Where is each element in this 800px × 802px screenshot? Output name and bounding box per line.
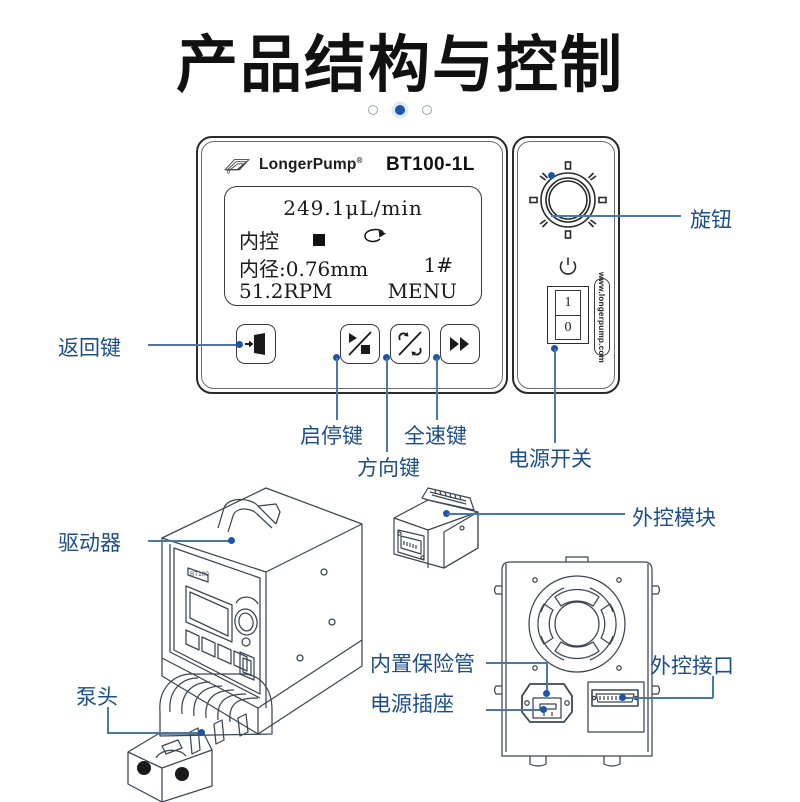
carousel-dots[interactable] xyxy=(0,105,800,115)
direction-leader-line xyxy=(386,358,388,452)
start-stop-nub xyxy=(333,354,340,361)
power-socket-nub xyxy=(540,706,547,713)
label-pump-head: 泵头 xyxy=(76,686,118,709)
page-title: 产品结构与控制 xyxy=(175,31,624,100)
return-key-leader-line xyxy=(148,344,238,346)
full-speed-leader-line xyxy=(436,358,438,420)
label-full-speed-key: 全速键 xyxy=(404,425,467,448)
label-built-in-fuse: 内置保险管 xyxy=(370,653,475,676)
power-socket-leader-line xyxy=(486,709,544,711)
direction-nub xyxy=(383,354,390,361)
start-stop-key-button[interactable] xyxy=(340,324,380,364)
power-switch-nub xyxy=(551,345,558,352)
brand-row: LongerPump® xyxy=(222,156,363,174)
direction-key-button[interactable] xyxy=(390,324,430,364)
control-panel-right: 1 0 www.longerpump.com xyxy=(512,136,620,394)
pump-head-leader-v xyxy=(107,707,109,733)
label-direction-key: 方向键 xyxy=(357,457,420,480)
lcd-stop-square-icon xyxy=(313,233,325,246)
longerpump-logo-icon xyxy=(224,158,250,174)
pump-head-leader-h xyxy=(107,732,201,734)
brand-name: LongerPump® xyxy=(259,156,363,174)
external-module-leader-line xyxy=(447,513,625,515)
label-external-module: 外控模块 xyxy=(632,507,716,530)
power-symbol-icon xyxy=(559,257,577,275)
label-power-socket: 电源插座 xyxy=(370,693,454,716)
label-power-switch: 电源开关 xyxy=(508,448,592,471)
lcd-inner-diameter: 内径:0.76mm xyxy=(239,257,369,281)
exit-door-icon xyxy=(245,333,265,355)
lcd-direction-icon xyxy=(361,227,391,252)
external-port-leader-v xyxy=(712,676,714,698)
lcd-flow-rate: 249.1μL/min xyxy=(283,196,423,220)
control-panel-front: LongerPump® BT100-1L 249.1μL/min 内控 内径:0… xyxy=(196,136,508,394)
driver-nub xyxy=(228,537,235,544)
rocker-on-label: 1 xyxy=(555,290,581,315)
svg-text:BT100: BT100 xyxy=(190,571,209,578)
lcd-screen: 249.1μL/min 内控 内径:0.76mm 1# 51.2RPM MENU xyxy=(224,186,482,306)
fuse-nub xyxy=(543,690,550,697)
label-return-key: 返回键 xyxy=(58,337,121,360)
power-rocker-switch[interactable]: 1 0 xyxy=(547,286,589,344)
lcd-mode: 内控 xyxy=(239,229,279,253)
external-control-module-drawing xyxy=(393,487,479,569)
driver-leader-line xyxy=(148,540,230,542)
carousel-dot-1[interactable] xyxy=(368,105,378,115)
external-port-nub xyxy=(619,694,626,701)
start-stop-leader-line xyxy=(336,358,338,420)
external-port-leader-h xyxy=(623,697,713,699)
lcd-mode-row: 内控 xyxy=(239,225,471,254)
full-speed-nub xyxy=(433,354,440,361)
fast-forward-icon xyxy=(450,337,469,351)
drive-unit-drawing: BT100 xyxy=(127,487,363,802)
return-key-nub xyxy=(236,341,243,348)
lcd-diameter-row: 内径:0.76mm 1# xyxy=(239,253,471,282)
right-panel-inner-border xyxy=(517,141,615,389)
rocker-off-label: 0 xyxy=(555,315,581,340)
full-speed-key-button[interactable] xyxy=(440,324,480,364)
label-driver: 驱动器 xyxy=(58,532,121,555)
website-sticker: www.longerpump.com xyxy=(594,271,610,363)
lcd-rpm: 51.2RPM xyxy=(239,279,333,303)
label-external-port: 外控接口 xyxy=(650,655,734,678)
device-model: BT100-1L xyxy=(386,154,475,175)
external-module-nub xyxy=(443,510,450,517)
knob-leader-line xyxy=(551,215,681,217)
rear-panel-drawing xyxy=(493,556,661,767)
rotary-knob-icon xyxy=(529,161,607,239)
lcd-rpm-row: 51.2RPM MENU xyxy=(239,279,471,303)
panel-inner-border xyxy=(201,141,503,389)
pump-head-nub xyxy=(198,729,205,736)
rotary-knob[interactable] xyxy=(528,160,608,240)
fuse-leader-v xyxy=(546,662,548,692)
lcd-menu-label: MENU xyxy=(387,279,457,303)
label-start-stop-key: 启停键 xyxy=(300,425,363,448)
play-stop-icon xyxy=(348,331,372,356)
carousel-dot-2[interactable] xyxy=(395,105,405,115)
lcd-channel: 1# xyxy=(423,253,453,277)
direction-toggle-icon xyxy=(398,331,422,356)
knob-nub xyxy=(548,172,555,179)
fuse-leader-h xyxy=(486,662,548,664)
carousel-dot-3[interactable] xyxy=(422,105,432,115)
power-switch-leader-line xyxy=(554,349,556,443)
website-text: www.longerpump.com xyxy=(597,271,607,363)
label-knob: 旋钮 xyxy=(690,209,732,232)
